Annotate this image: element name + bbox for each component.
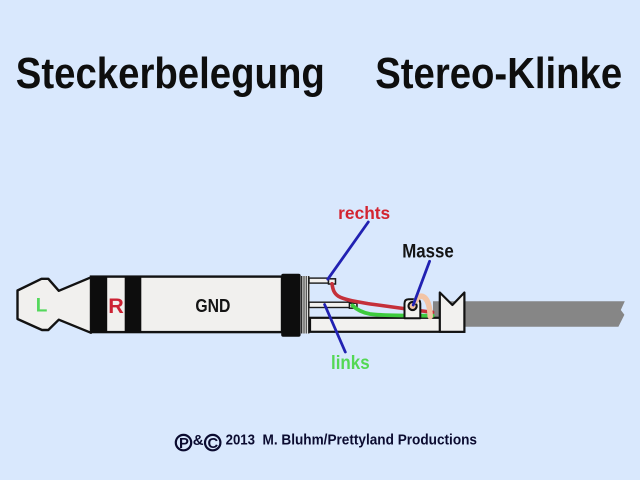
svg-text:R: R: [108, 294, 124, 318]
svg-text:rechts: rechts: [338, 203, 390, 223]
svg-text:links: links: [331, 352, 370, 374]
svg-text:GND: GND: [195, 295, 230, 316]
svg-text:L: L: [36, 296, 48, 317]
svg-text:P: P: [179, 436, 189, 452]
svg-text:Stereo-Klinke: Stereo-Klinke: [375, 50, 622, 98]
svg-text:&: &: [193, 432, 204, 449]
svg-text:M. Bluhm/Prettyland Production: M. Bluhm/Prettyland Productions: [263, 433, 478, 449]
svg-text:2013: 2013: [226, 433, 255, 449]
svg-text:C: C: [207, 436, 218, 452]
svg-text:Steckerbelegung: Steckerbelegung: [16, 50, 325, 98]
svg-text:Masse: Masse: [402, 241, 454, 263]
